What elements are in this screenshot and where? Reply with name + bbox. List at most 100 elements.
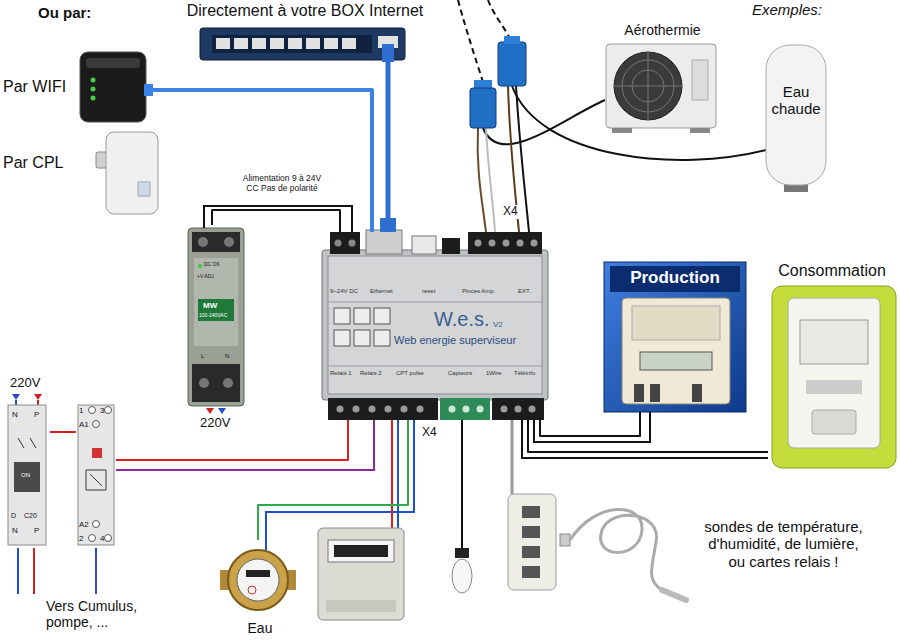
wes-module xyxy=(503,240,510,247)
network-switch xyxy=(200,28,405,62)
device-label: 100-240VAC xyxy=(199,313,227,319)
power-supply xyxy=(199,378,209,388)
water-meter xyxy=(237,559,279,601)
sensor-hub xyxy=(522,566,540,578)
device-label: 1Wire xyxy=(486,370,502,377)
heat-pump xyxy=(606,44,716,133)
device-label: CPT pulse xyxy=(396,370,424,377)
production-meter xyxy=(692,384,702,402)
wes-module xyxy=(417,406,424,413)
device-label: Directement à votre BOX Internet xyxy=(165,2,445,20)
device-label: N xyxy=(12,410,18,419)
power-supply xyxy=(223,378,233,388)
wes-module xyxy=(477,406,484,413)
device-label: 4 xyxy=(100,534,104,543)
wire-connector xyxy=(386,62,391,232)
powerline-adapter xyxy=(106,132,158,214)
wes-module xyxy=(322,250,548,400)
gas-meter xyxy=(318,420,404,620)
production-meter xyxy=(632,306,720,340)
breaker: NPONDC20NP xyxy=(6,402,50,548)
wes-module xyxy=(449,406,456,413)
device-label: A1 xyxy=(79,420,89,429)
power-supply xyxy=(206,408,214,414)
annotation-label: Ou par: xyxy=(38,4,91,21)
breaker xyxy=(8,405,46,545)
wes-module xyxy=(349,240,356,247)
current-clamp xyxy=(498,42,526,86)
device-label: 9~24V DC xyxy=(330,288,358,295)
network-switch xyxy=(342,38,356,49)
outgoing-wires xyxy=(116,420,374,470)
wes-module xyxy=(442,238,460,254)
wire-connector xyxy=(50,431,76,433)
device-label: Par WIFI xyxy=(3,78,66,96)
device-label: 3 xyxy=(100,406,104,415)
wes-module xyxy=(334,330,350,346)
wes-module xyxy=(412,236,436,254)
network-switch: Directement à votre BOX Internet xyxy=(165,2,445,62)
wifi-adapter: Par WIFI xyxy=(0,48,152,126)
wes-module xyxy=(374,308,390,324)
wes-module xyxy=(468,232,542,254)
wes-module xyxy=(517,240,524,247)
wes-module xyxy=(366,230,402,254)
consumption-meter xyxy=(772,286,896,468)
sensor-hub xyxy=(522,506,540,518)
wire-connector xyxy=(152,90,372,232)
annotation-label: X4 xyxy=(422,426,437,440)
wire-connector xyxy=(511,420,514,478)
wire-connector xyxy=(540,412,640,436)
heat-pump: Aérothermie xyxy=(600,22,725,134)
power-supply xyxy=(192,232,240,252)
contactor: 13A1A224 xyxy=(76,402,116,548)
wire-connector xyxy=(258,420,408,540)
network-switch xyxy=(270,38,284,49)
device-label: D xyxy=(11,512,16,520)
device-label: Ethernet xyxy=(370,288,393,295)
gas-meter xyxy=(397,420,399,528)
float-sensor xyxy=(452,559,472,593)
device-label: N xyxy=(12,526,18,535)
contactor xyxy=(89,407,96,414)
contactor xyxy=(105,535,112,542)
breaker xyxy=(12,394,20,400)
device-label: A2 xyxy=(79,520,89,529)
network-switch xyxy=(382,44,394,62)
consumption-second-wire xyxy=(522,420,768,458)
wes-module xyxy=(501,406,508,413)
device-label: EXT. xyxy=(518,288,531,295)
wifi-adapter xyxy=(86,58,140,68)
network-switch xyxy=(200,28,405,60)
psu-second-wire xyxy=(204,206,352,232)
breaker xyxy=(18,438,36,448)
water-heater xyxy=(766,45,826,192)
consumption-meter: Consommation xyxy=(768,262,896,470)
powerline-adapter xyxy=(138,182,150,196)
gas-meter xyxy=(326,600,396,612)
breaker xyxy=(14,462,40,492)
powerline-adapter: Par CPL xyxy=(0,128,162,218)
contactor xyxy=(93,521,100,528)
water-meter xyxy=(246,570,270,577)
float-sensor xyxy=(461,420,463,550)
wifi-adapter xyxy=(80,52,153,122)
outgoing-wires xyxy=(33,548,35,594)
wes-module: 9~24V DCEthernetresetPinces Amp.EXT.W.e.… xyxy=(322,232,548,420)
wes-module xyxy=(335,240,342,247)
contactor xyxy=(105,407,112,414)
contactor xyxy=(89,535,96,542)
production-meter: Production xyxy=(604,262,746,412)
sensor-hub xyxy=(522,526,540,538)
device-label: Téléinfo xyxy=(514,370,535,377)
consumption-meter xyxy=(788,298,880,448)
water-meter: Eau xyxy=(218,540,302,638)
wes-module xyxy=(328,398,438,420)
device-label: reset xyxy=(422,288,435,295)
power-supply xyxy=(192,364,240,402)
current-clamp-cables xyxy=(478,128,486,232)
power-supply xyxy=(188,228,244,414)
consumption-meter xyxy=(800,320,868,364)
device-label: P xyxy=(34,526,39,535)
breaker xyxy=(8,394,46,545)
